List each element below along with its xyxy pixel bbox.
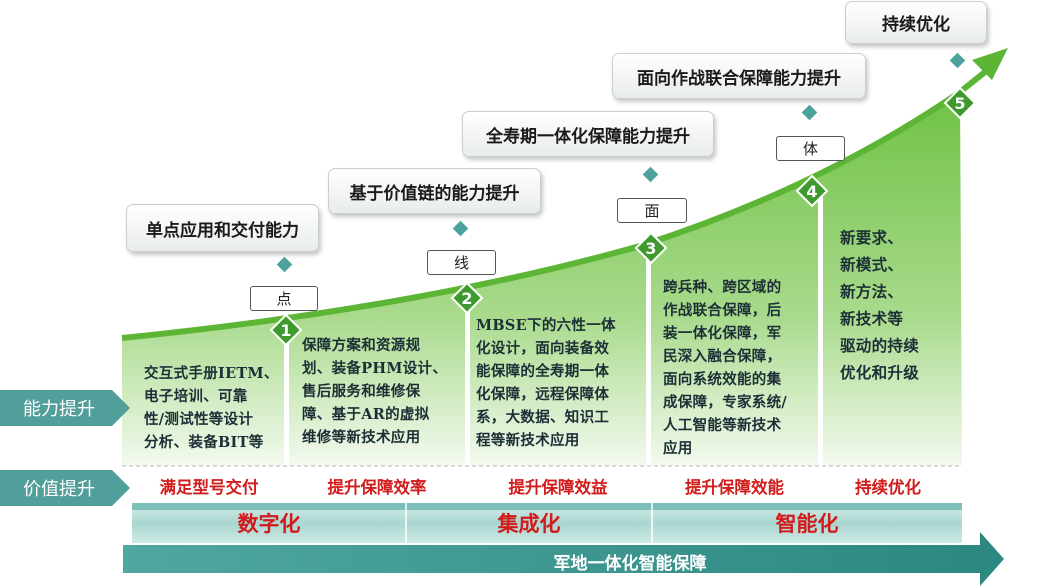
stage-number-text: 5 — [954, 94, 965, 113]
stage-5-value: 持续优化 — [855, 478, 921, 497]
value-side-arrow — [0, 470, 130, 506]
growth-arrowhead — [972, 48, 1008, 80]
stage-5-description: 新要求、 新模式、 新方法、 新技术等 驱动的持续 优化和升级 — [840, 228, 920, 382]
stage-1-callout: 单点应用和交付能力 — [126, 204, 319, 252]
stage-2-callout: 基于价值链的能力提升 — [328, 168, 541, 214]
stage-4-value: 提升保障效能 — [685, 478, 784, 497]
phase-digitalization: 数字化 — [237, 512, 301, 536]
bottom-arrow-label: 军地一体化智能保障 — [553, 553, 707, 574]
stage-2-tag: 线 — [427, 250, 496, 275]
stage-4-callout: 面向作战联合保障能力提升 — [612, 53, 866, 99]
stage-5-callout: 持续优化 — [845, 1, 987, 44]
stage-1-value: 满足型号交付 — [159, 478, 259, 497]
stage-4-number-marker: 4 — [795, 174, 829, 208]
growth-curve-area — [122, 92, 962, 466]
stage-2-description: 保障方案和资源规 划、装备PHM设计、 售后服务和维修保 障、基于AR的虚拟 维… — [302, 337, 448, 446]
stage-2-value: 提升保障效率 — [327, 478, 427, 497]
stage-number-text: 1 — [280, 321, 291, 340]
stage-number-diamond — [943, 86, 977, 120]
stage-3-tag: 面 — [617, 198, 687, 223]
stage-4-tag: 体 — [776, 136, 845, 161]
stage-number-text: 4 — [806, 182, 817, 201]
column-dividers — [284, 190, 823, 466]
stage-3-number-marker: 3 — [634, 231, 668, 265]
stage-markers: 1 2 3 4 5 — [269, 86, 977, 347]
bottom-arrow — [123, 532, 1004, 586]
stage-number-diamond — [450, 281, 484, 315]
capability-side-arrow — [0, 390, 130, 426]
stage-3-value: 提升保障效益 — [508, 478, 608, 497]
phase-intelligence: 智能化 — [775, 512, 839, 536]
value-label: 价值提升 — [23, 479, 95, 500]
stage-5-number-marker: 5 — [943, 86, 977, 120]
growth-arrow-line — [121, 69, 987, 341]
stage-number-diamond — [795, 174, 829, 208]
stage-number-text: 3 — [645, 239, 656, 258]
stage-number-text: 2 — [461, 289, 472, 308]
stage-1-number-marker: 1 — [269, 313, 303, 347]
capability-label: 能力提升 — [23, 399, 95, 420]
stage-3-callout: 全寿期一体化保障能力提升 — [462, 111, 714, 157]
stage-3-description: MBSE下的六性一体 化设计，面向装备效 能保障的全寿期一体 化保障，远程保障体… — [476, 317, 616, 449]
stage-number-diamond — [634, 231, 668, 265]
stage-number-diamond — [269, 313, 303, 347]
stage-1-tag: 点 — [250, 286, 318, 311]
phase-integration: 集成化 — [497, 512, 561, 536]
stage-1-description: 交互式手册IETM、 电子培训、可靠 性/测试性等设计 分析、装备BIT等 — [144, 365, 279, 451]
stage-4-description: 跨兵种、跨区域的 作战联合保障，后 装一体化保障，军 民深入融合保障， 面向系统… — [663, 279, 787, 457]
stage-2-number-marker: 2 — [450, 281, 484, 315]
